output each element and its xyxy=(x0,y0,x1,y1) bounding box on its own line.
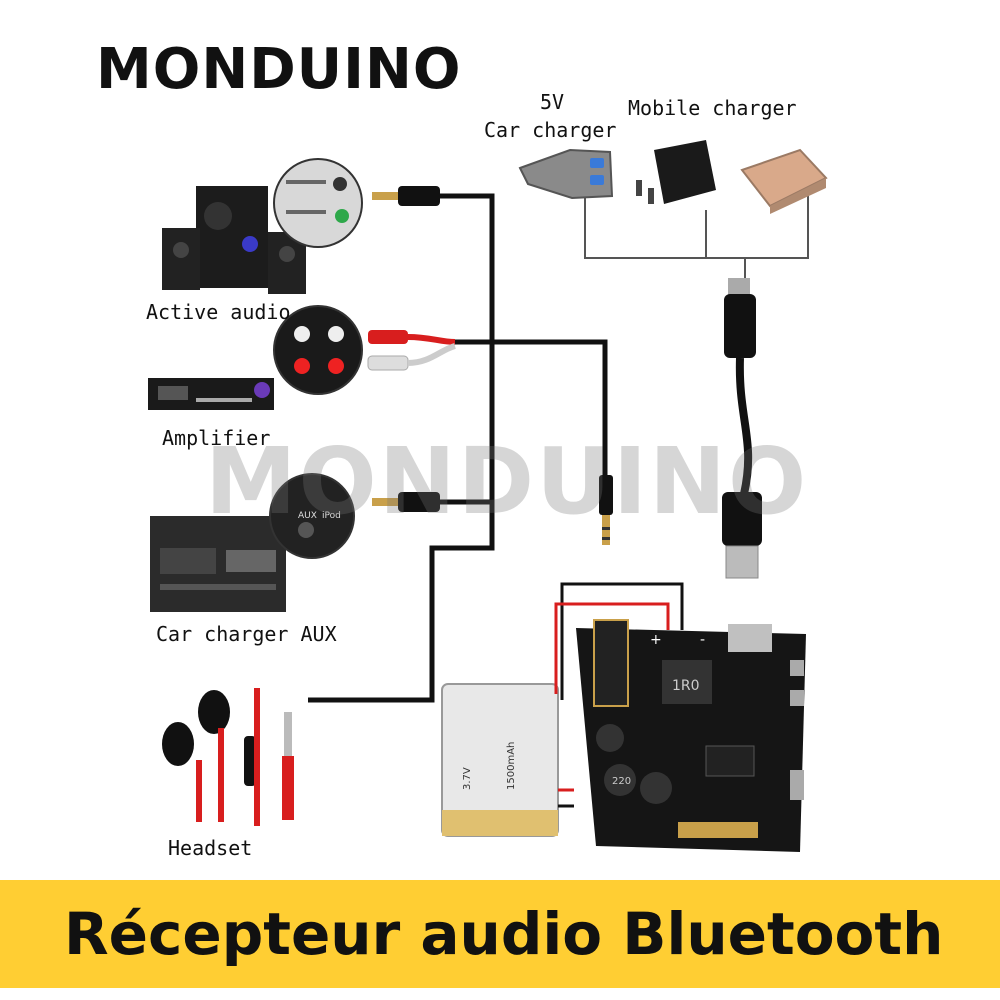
inductor-mark: 1R0 xyxy=(672,678,700,694)
car-charger-icon xyxy=(520,150,612,198)
label-5v: 5V xyxy=(540,90,564,114)
brand-watermark: MONDUINO xyxy=(205,432,808,532)
battery-capacity-mark: 1500mAh xyxy=(506,742,517,790)
label-car-charger: Car charger xyxy=(484,118,616,142)
jack-plug-active-audio xyxy=(372,186,440,206)
power-bank-icon xyxy=(742,150,826,214)
battery-voltage-mark: 3.7V xyxy=(462,767,473,790)
banner-title: Récepteur audio Bluetooth xyxy=(64,886,943,982)
headset-icon xyxy=(162,688,294,826)
bluetooth-board-icon: 1R0 220 + - xyxy=(576,620,806,852)
capacitor-mark: 220 xyxy=(612,776,631,787)
label-mobile-charger: Mobile charger xyxy=(628,96,797,120)
minus-mark: - xyxy=(700,632,705,648)
lipo-battery-icon: 3.7V 1500mAh xyxy=(442,684,558,836)
plus-mark: + xyxy=(650,632,662,648)
label-active-audio: Active audio xyxy=(146,300,291,324)
amplifier-icon xyxy=(148,378,274,410)
rca-plugs xyxy=(368,330,455,370)
speaker-panel-zoom xyxy=(274,159,362,247)
label-car-aux: Car charger AUX xyxy=(156,622,337,646)
label-headset: Headset xyxy=(168,836,252,860)
label-amplifier: Amplifier xyxy=(162,426,270,450)
wall-adapter-icon xyxy=(636,140,716,204)
